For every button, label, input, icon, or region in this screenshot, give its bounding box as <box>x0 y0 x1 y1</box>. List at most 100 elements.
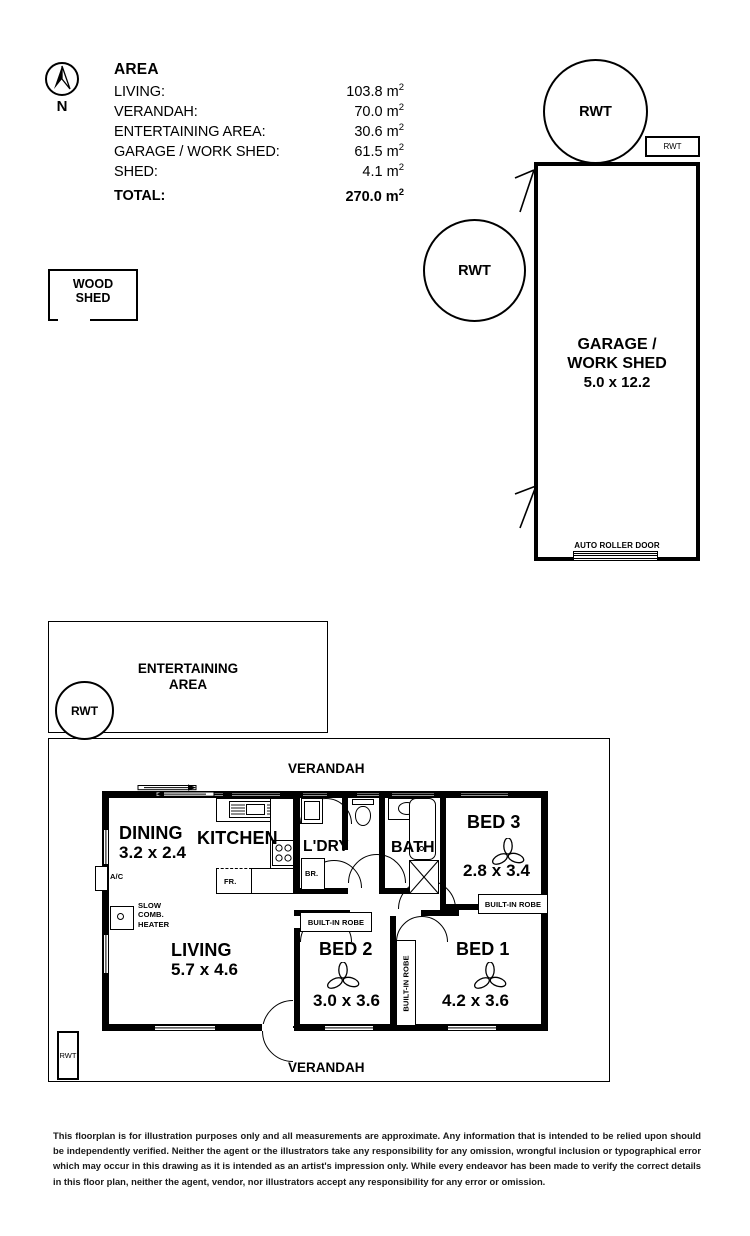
toilet-pan <box>355 806 371 826</box>
built-in-robe-bed2: BUILT-IN ROBE <box>300 912 372 932</box>
sliding-door-dining-icon <box>137 784 215 798</box>
rainwater-tank-entertaining: RWT <box>55 681 114 740</box>
compass-north-label: N <box>56 98 68 115</box>
heater-label-line1: SLOW <box>138 901 162 910</box>
laundry-trough-bowl <box>304 801 320 820</box>
toilet-cistern <box>352 799 374 805</box>
fridge-label: FR. <box>224 877 237 886</box>
window-bath <box>392 791 434 798</box>
bed1-name: BED 1 <box>456 939 510 959</box>
heater-label-line3: HEATER <box>138 919 170 929</box>
living-name: LIVING <box>171 940 232 960</box>
heater-label: SLOW COMB. HEATER <box>138 901 169 929</box>
garage-label: GARAGE / WORK SHED 5.0 x 12.2 <box>534 336 700 391</box>
entertaining-area-label: ENTERTAINING AREA <box>48 661 328 693</box>
ceiling-fan-bed1-icon <box>474 962 507 989</box>
built-in-robe-bed3: BUILT-IN ROBE <box>478 894 548 914</box>
rainwater-tank-box-top: RWT <box>645 136 700 157</box>
kitchen-room-label: KITCHEN <box>197 828 278 848</box>
living-dimensions: 5.7 x 4.6 <box>171 959 239 979</box>
area-row: LIVING: 103.8 m2 <box>114 82 404 102</box>
entertaining-label-line2: AREA <box>168 677 208 693</box>
area-row: GARAGE / WORK SHED: 61.5 m2 <box>114 142 404 162</box>
area-row-label: VERANDAH: <box>114 103 198 120</box>
window-living-bottom <box>155 1025 215 1031</box>
garage-dimensions: 5.0 x 12.2 <box>583 373 651 391</box>
window-bed1-bottom <box>448 1025 496 1031</box>
kitchen-cooktop <box>272 840 294 866</box>
interior-wall-bed2-bed1 <box>390 916 396 1031</box>
rwt-label: RWT <box>663 142 682 151</box>
wood-shed-label-line2: SHED <box>75 291 111 306</box>
entertaining-label-line1: ENTERTAINING <box>137 661 239 676</box>
air-conditioner-unit <box>95 866 108 891</box>
garage-door-top-icon <box>514 169 535 213</box>
interior-wall-bed3-left <box>440 798 446 910</box>
fridge-space <box>216 868 252 894</box>
bed1-dimensions: 4.2 x 3.6 <box>442 991 510 1010</box>
interior-wall-bed1-top <box>421 910 459 916</box>
interior-wall-laundry-bottom <box>294 888 348 894</box>
shower-cross-icon <box>410 861 438 893</box>
area-row: ENTERTAINING AREA: 30.6 m2 <box>114 122 404 142</box>
compass-rose-icon <box>45 62 79 96</box>
verandah-label-bottom: VERANDAH <box>288 1060 365 1075</box>
window-bed2-bottom <box>325 1025 373 1031</box>
window-living-left <box>103 935 109 973</box>
garage-work-shed-outline <box>534 162 700 561</box>
ac-label: A/C <box>110 872 124 881</box>
laundry-room-label: L'DRY <box>303 838 349 855</box>
verandah-label-top: VERANDAH <box>288 761 365 776</box>
garage-door-bottom-icon <box>514 485 537 529</box>
heater-flue <box>117 913 124 920</box>
area-row-label: ENTERTAINING AREA: <box>114 124 266 141</box>
area-row-value: 70.0 m2 <box>354 102 404 120</box>
entry-door-leaf <box>293 1026 323 1028</box>
area-title: AREA <box>114 61 159 78</box>
house-wall-left <box>102 791 109 1031</box>
area-row-label: SHED: <box>114 164 158 181</box>
interior-wall-wc-left <box>342 798 348 850</box>
living-room-label: LIVING 5.7 x 4.6 <box>171 941 238 979</box>
rainwater-tank-middle: RWT <box>423 219 526 322</box>
auto-roller-door-label: AUTO ROLLER DOOR <box>574 541 660 550</box>
wood-shed-label-line1: WOOD <box>72 277 114 291</box>
ceiling-fan-bed3-icon <box>492 838 525 865</box>
area-row-value: 30.6 m2 <box>354 122 404 141</box>
area-row-value: 4.1 m2 <box>362 162 404 181</box>
area-row-value: 103.8 m2 <box>346 82 404 100</box>
window-kitchen <box>232 791 280 798</box>
rwt-label: RWT <box>59 1051 77 1060</box>
heater-label-line2: COMB. <box>138 910 164 920</box>
rwt-label: RWT <box>579 103 612 120</box>
wood-shed: WOOD SHED <box>48 269 138 321</box>
rainwater-tank-top: RWT <box>543 59 648 164</box>
bed3-name: BED 3 <box>467 812 521 832</box>
broom-cupboard <box>301 858 325 890</box>
area-total-value: 270.0 m2 <box>345 186 404 205</box>
built-in-robe-bed1: BUILT-IN ROBE <box>396 940 416 1026</box>
area-row-value: 61.5 m2 <box>354 142 404 161</box>
bed2-name: BED 2 <box>319 939 373 959</box>
disclaimer-text: This floorplan is for illustration purpo… <box>53 1130 701 1187</box>
window-dining-left <box>103 830 109 864</box>
area-row-label: GARAGE / WORK SHED: <box>114 144 280 161</box>
garage-label-line2: WORK SHED <box>567 354 667 372</box>
bed3-dimensions: 2.8 x 3.4 <box>463 861 531 880</box>
bathtub-plug <box>419 846 424 851</box>
kitchen-drainer-left-icon <box>231 804 245 815</box>
bed2-dimensions: 3.0 x 3.6 <box>313 991 381 1010</box>
interior-wall-laundry-left <box>294 798 300 894</box>
area-row: SHED: 4.1 m2 <box>114 162 404 182</box>
window-bed3 <box>461 791 508 798</box>
area-row-total: TOTAL: 270.0 m2 <box>114 187 404 207</box>
bath-room-label: BATH <box>391 839 435 856</box>
cooktop-burners-icon <box>275 844 292 862</box>
area-row: VERANDAH: 70.0 m2 <box>114 102 404 122</box>
area-row-label: LIVING: <box>114 83 165 100</box>
broom-label: BR. <box>305 869 319 878</box>
rainwater-tank-bottom-left: RWT <box>57 1031 79 1080</box>
window-wc <box>357 791 379 798</box>
interior-wall-bed2-left <box>294 928 300 1031</box>
